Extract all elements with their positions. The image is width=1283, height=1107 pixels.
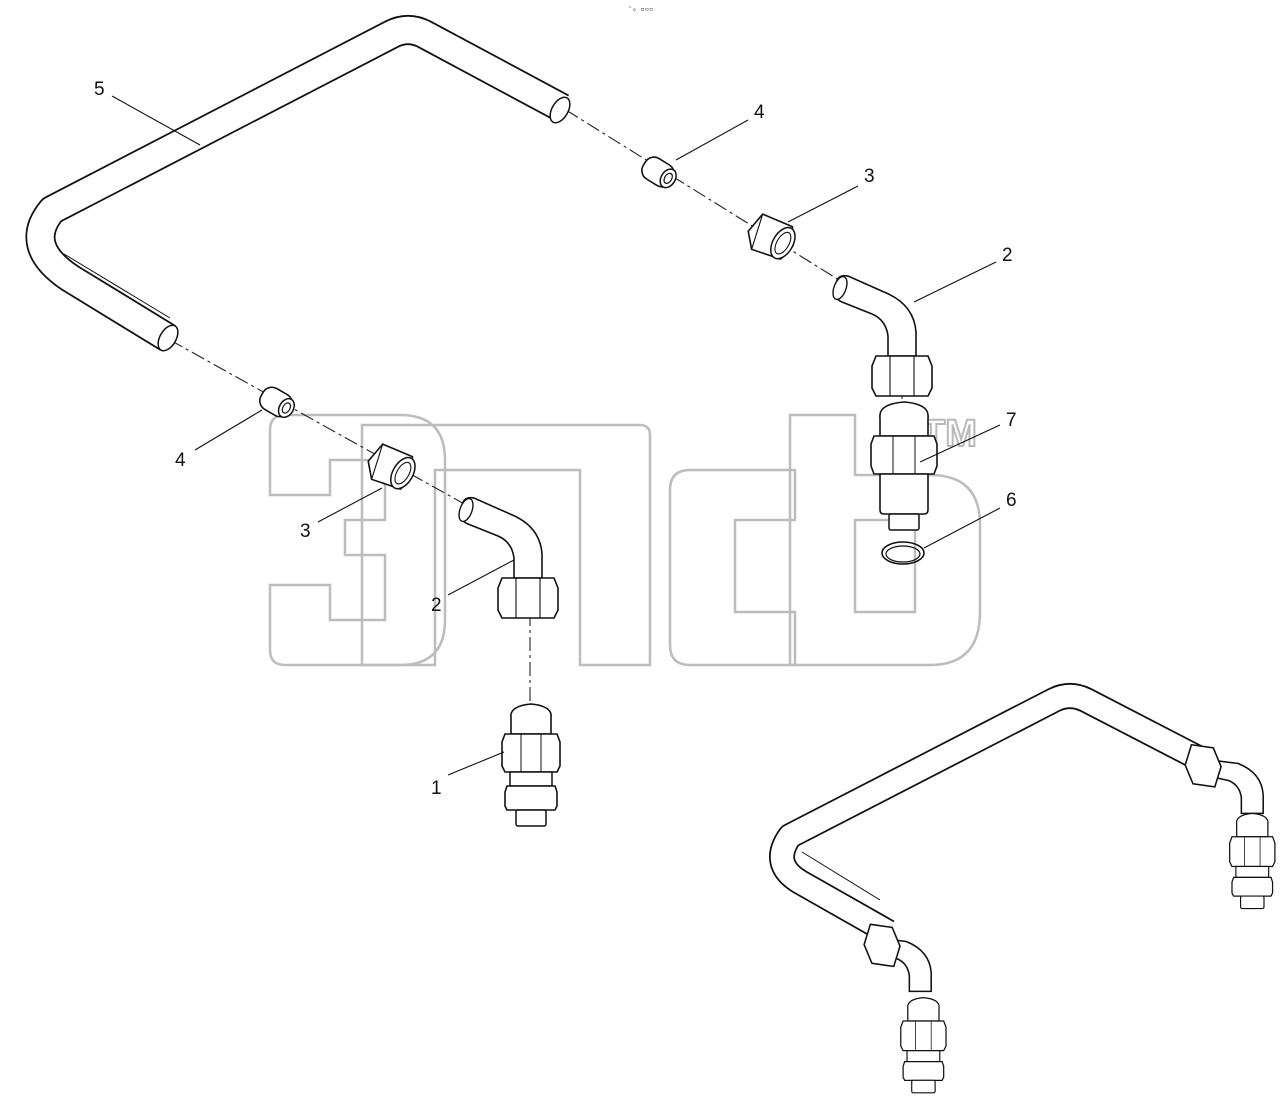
tube-part-5 (25, 15, 571, 352)
adapter-part-1 (501, 703, 561, 827)
elbow-part-2-upper (829, 273, 933, 397)
assembled-view (769, 683, 1276, 1094)
leader-lines (111, 95, 1001, 776)
callout-6: 6 (1006, 490, 1017, 511)
callout-3-upper: 3 (864, 166, 875, 187)
callout-7: 7 (1006, 410, 1017, 431)
callout-5: 5 (94, 79, 105, 100)
callout-labels: 5 4 3 2 7 6 4 3 2 1 (94, 79, 1017, 799)
callout-4-upper: 4 (754, 102, 765, 123)
watermark-logo (268, 413, 982, 667)
callout-3-lower: 3 (300, 521, 311, 542)
nut-part-3-lower (360, 437, 422, 498)
elbow-part-2-lower (455, 495, 559, 619)
sleeve-part-4-upper (637, 152, 682, 194)
callout-2-lower: 2 (431, 595, 442, 616)
callout-2-upper: 2 (1002, 245, 1013, 266)
fitting-part-7 (870, 401, 938, 531)
callout-1: 1 (431, 778, 442, 799)
callout-4-lower: 4 (175, 450, 186, 471)
drawing-code: ⁼ₒ ▫▫▫ (628, 5, 653, 13)
o-ring-part-6 (881, 541, 925, 565)
nut-part-3-upper (740, 207, 802, 268)
